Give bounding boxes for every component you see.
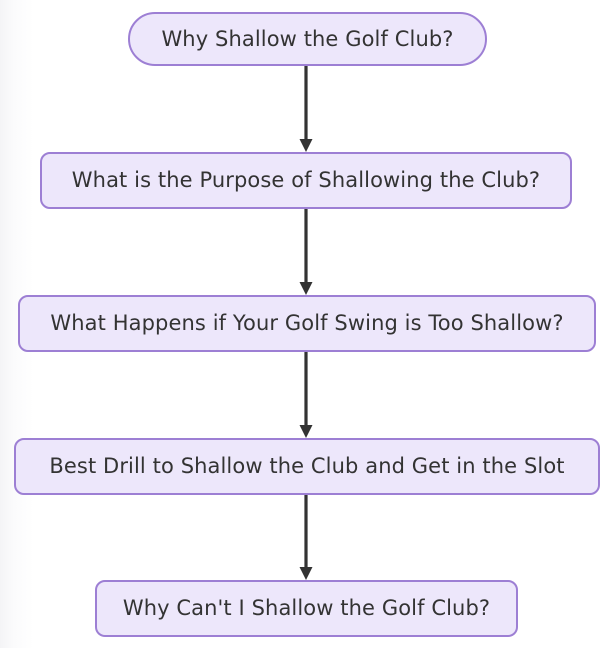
node-label: What is the Purpose of Shallowing the Cl…	[71, 168, 541, 192]
flowchart-node-why-cant-i-shallow[interactable]: Why Can't I Shallow the Golf Club?	[95, 580, 518, 637]
arrowhead-icon	[299, 425, 313, 438]
node-label: Why Shallow the Golf Club?	[161, 26, 454, 51]
flowchart-node-why-shallow-the-golf-club[interactable]: Why Shallow the Golf Club?	[128, 12, 487, 66]
arrowhead-icon	[299, 139, 313, 152]
node-label: Why Can't I Shallow the Golf Club?	[122, 596, 491, 620]
node-label: Best Drill to Shallow the Club and Get i…	[49, 454, 565, 478]
flowchart-node-best-drill[interactable]: Best Drill to Shallow the Club and Get i…	[14, 438, 600, 495]
arrowhead-icon	[299, 567, 313, 580]
flowchart-node-purpose-of-shallowing[interactable]: What is the Purpose of Shallowing the Cl…	[40, 152, 572, 209]
flowchart-node-too-shallow[interactable]: What Happens if Your Golf Swing is Too S…	[18, 295, 596, 352]
arrowhead-icon	[299, 282, 313, 295]
node-label: What Happens if Your Golf Swing is Too S…	[50, 311, 564, 335]
